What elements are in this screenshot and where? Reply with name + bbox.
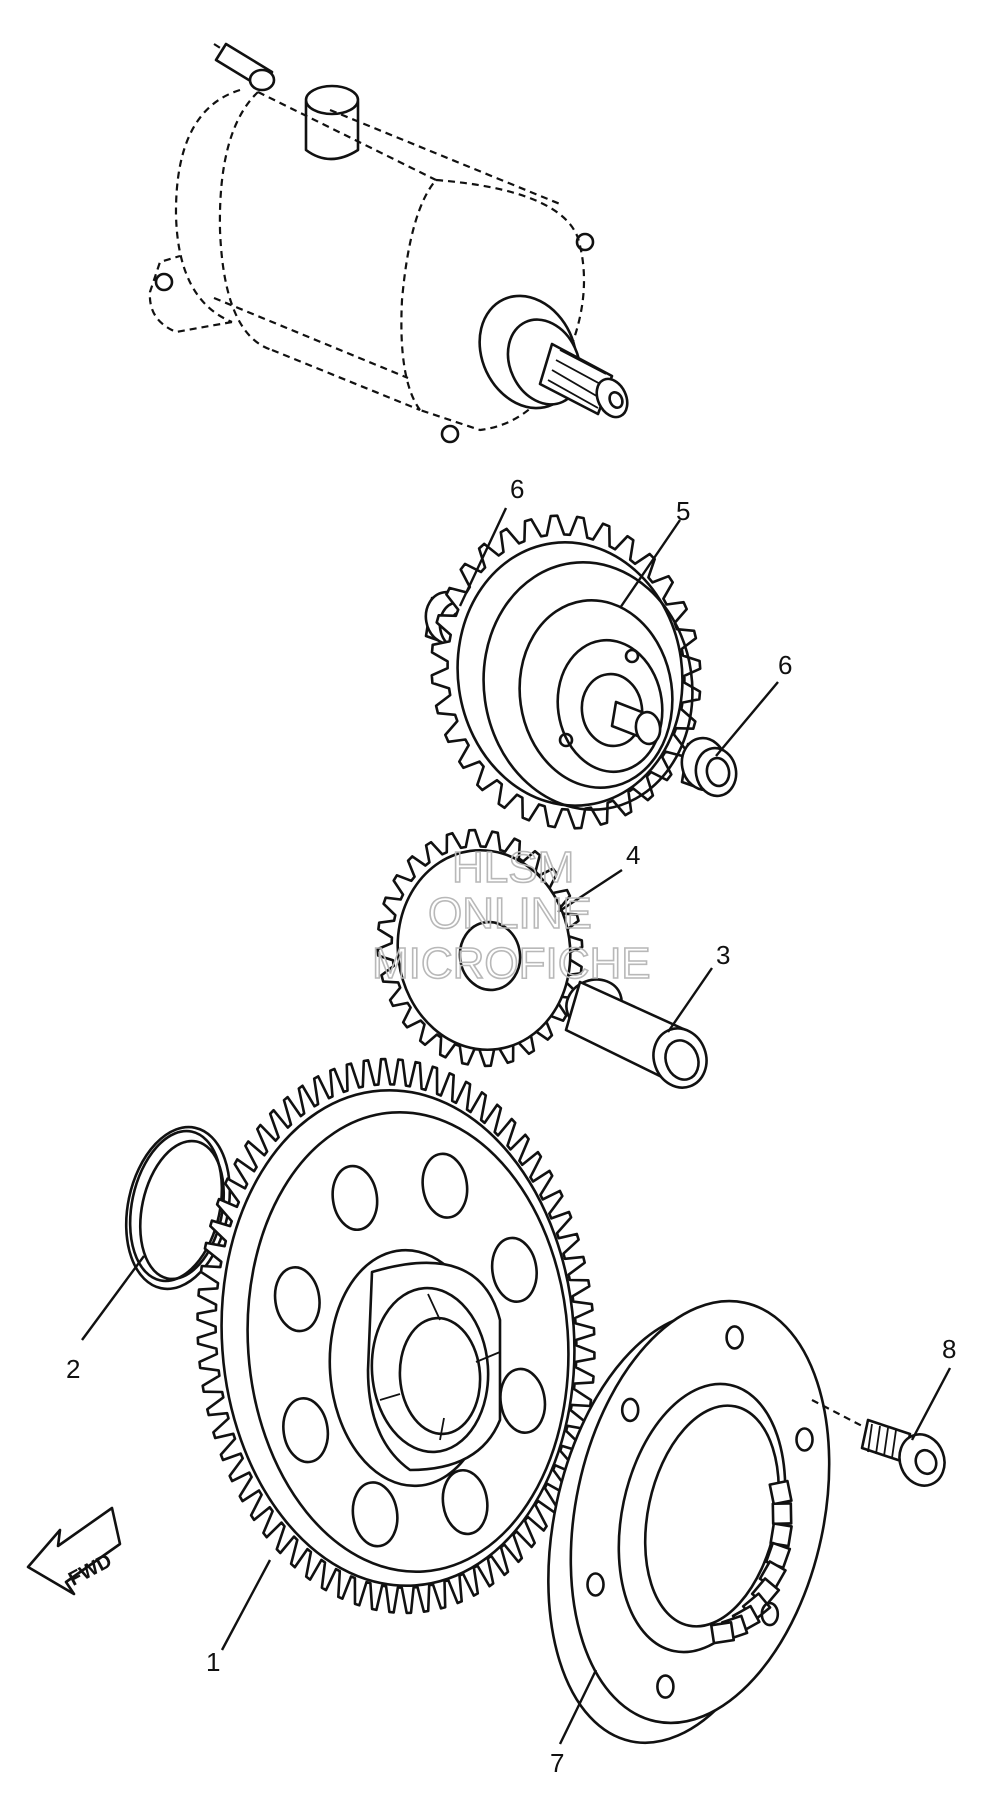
gear-1-hole — [282, 1397, 330, 1464]
part-6-bush-lower — [680, 736, 738, 798]
clutch-roller — [771, 1502, 793, 1526]
part-1-starter-wheel-gear — [196, 1057, 596, 1615]
starter-motor — [148, 42, 629, 444]
callout-7: 7 — [550, 1748, 564, 1778]
watermark-line-3: MICROFICHE — [372, 939, 651, 988]
clutch-bolt-hole — [620, 1397, 640, 1423]
gear-1-hole — [441, 1468, 489, 1536]
part-8-bolt — [811, 1399, 946, 1487]
clutch-roller — [709, 1621, 736, 1645]
clutch-bolt-hole — [795, 1427, 814, 1452]
part-3-shaft — [564, 978, 708, 1089]
part-4-gear — [376, 828, 584, 1068]
callout-6-lower: 6 — [778, 650, 792, 680]
fwd-arrow-icon: FWD — [26, 1506, 122, 1596]
watermark-line-1: HLSM — [452, 843, 574, 892]
watermark-line-2: ONLINE — [428, 889, 592, 938]
part-5-idler-gear — [430, 514, 702, 830]
gear-1-hole — [351, 1481, 399, 1548]
clutch-roller — [768, 1479, 793, 1506]
clutch-bolt-hole — [725, 1325, 744, 1350]
leader-lines — [81, 507, 952, 1745]
clutch-bolt-hole — [586, 1572, 605, 1597]
callout-2: 2 — [66, 1354, 80, 1384]
gear-1-hole — [273, 1266, 321, 1333]
gear-1-hole — [490, 1236, 538, 1303]
callout-4: 4 — [626, 840, 640, 870]
callout-8: 8 — [942, 1334, 956, 1364]
gear-1-hole — [331, 1164, 379, 1232]
callout-5: 5 — [676, 496, 690, 526]
callout-labels: 1 2 3 4 5 6 6 7 8 — [66, 474, 956, 1778]
watermark: HLSM ONLINE MICROFICHE — [371, 842, 651, 989]
callout-1: 1 — [206, 1647, 220, 1677]
clutch-bolt-hole — [656, 1674, 675, 1699]
part-7-one-way-clutch — [547, 1299, 831, 1745]
callout-6-upper: 6 — [510, 474, 524, 504]
clutch-bolt-hole — [760, 1601, 780, 1627]
callout-3: 3 — [716, 940, 730, 970]
gear-1-hole — [421, 1152, 469, 1219]
